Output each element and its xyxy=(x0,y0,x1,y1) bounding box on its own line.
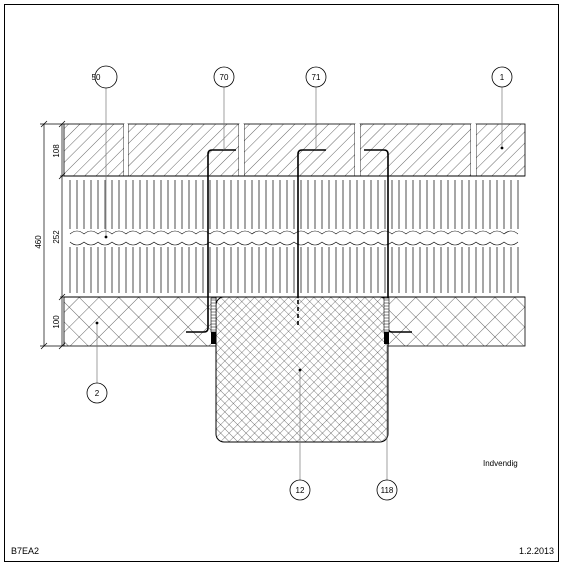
dimension-top-layer: 108 xyxy=(52,144,61,158)
callout-118: 118 xyxy=(376,479,398,501)
svg-text:50: 50 xyxy=(92,73,101,82)
svg-text:70: 70 xyxy=(220,73,229,82)
svg-text:2: 2 xyxy=(95,389,100,398)
leader-lines xyxy=(96,82,503,480)
brick-layer xyxy=(63,123,526,177)
callout-71: 71 xyxy=(305,66,327,88)
callout-1: 1 xyxy=(491,66,513,88)
dimension-middle-layer: 252 xyxy=(52,230,61,244)
dimension-lines xyxy=(40,120,66,350)
drawing-date: 1.2.2013 xyxy=(519,546,555,556)
callout-12: 12 xyxy=(289,479,311,501)
svg-text:71: 71 xyxy=(312,73,321,82)
svg-text:12: 12 xyxy=(296,486,305,495)
concrete-column xyxy=(215,296,389,443)
svg-text:1: 1 xyxy=(500,73,505,82)
svg-text:118: 118 xyxy=(381,486,394,495)
drawing-frame xyxy=(4,4,559,562)
dimension-total: 460 xyxy=(34,235,43,249)
inside-label: Indvendig xyxy=(483,459,518,468)
insulation-layer xyxy=(64,175,525,298)
dimension-bottom-layer: 100 xyxy=(52,315,61,329)
wall-ties xyxy=(186,149,412,333)
rail-ticks xyxy=(211,299,389,331)
inner-leaf-layer xyxy=(63,296,526,347)
callout-70: 70 xyxy=(213,66,235,88)
callout-50: 50 xyxy=(92,65,118,89)
callout-2: 2 xyxy=(86,382,108,404)
drawing-code: B7EA2 xyxy=(11,546,40,556)
leader-dots xyxy=(95,146,504,372)
